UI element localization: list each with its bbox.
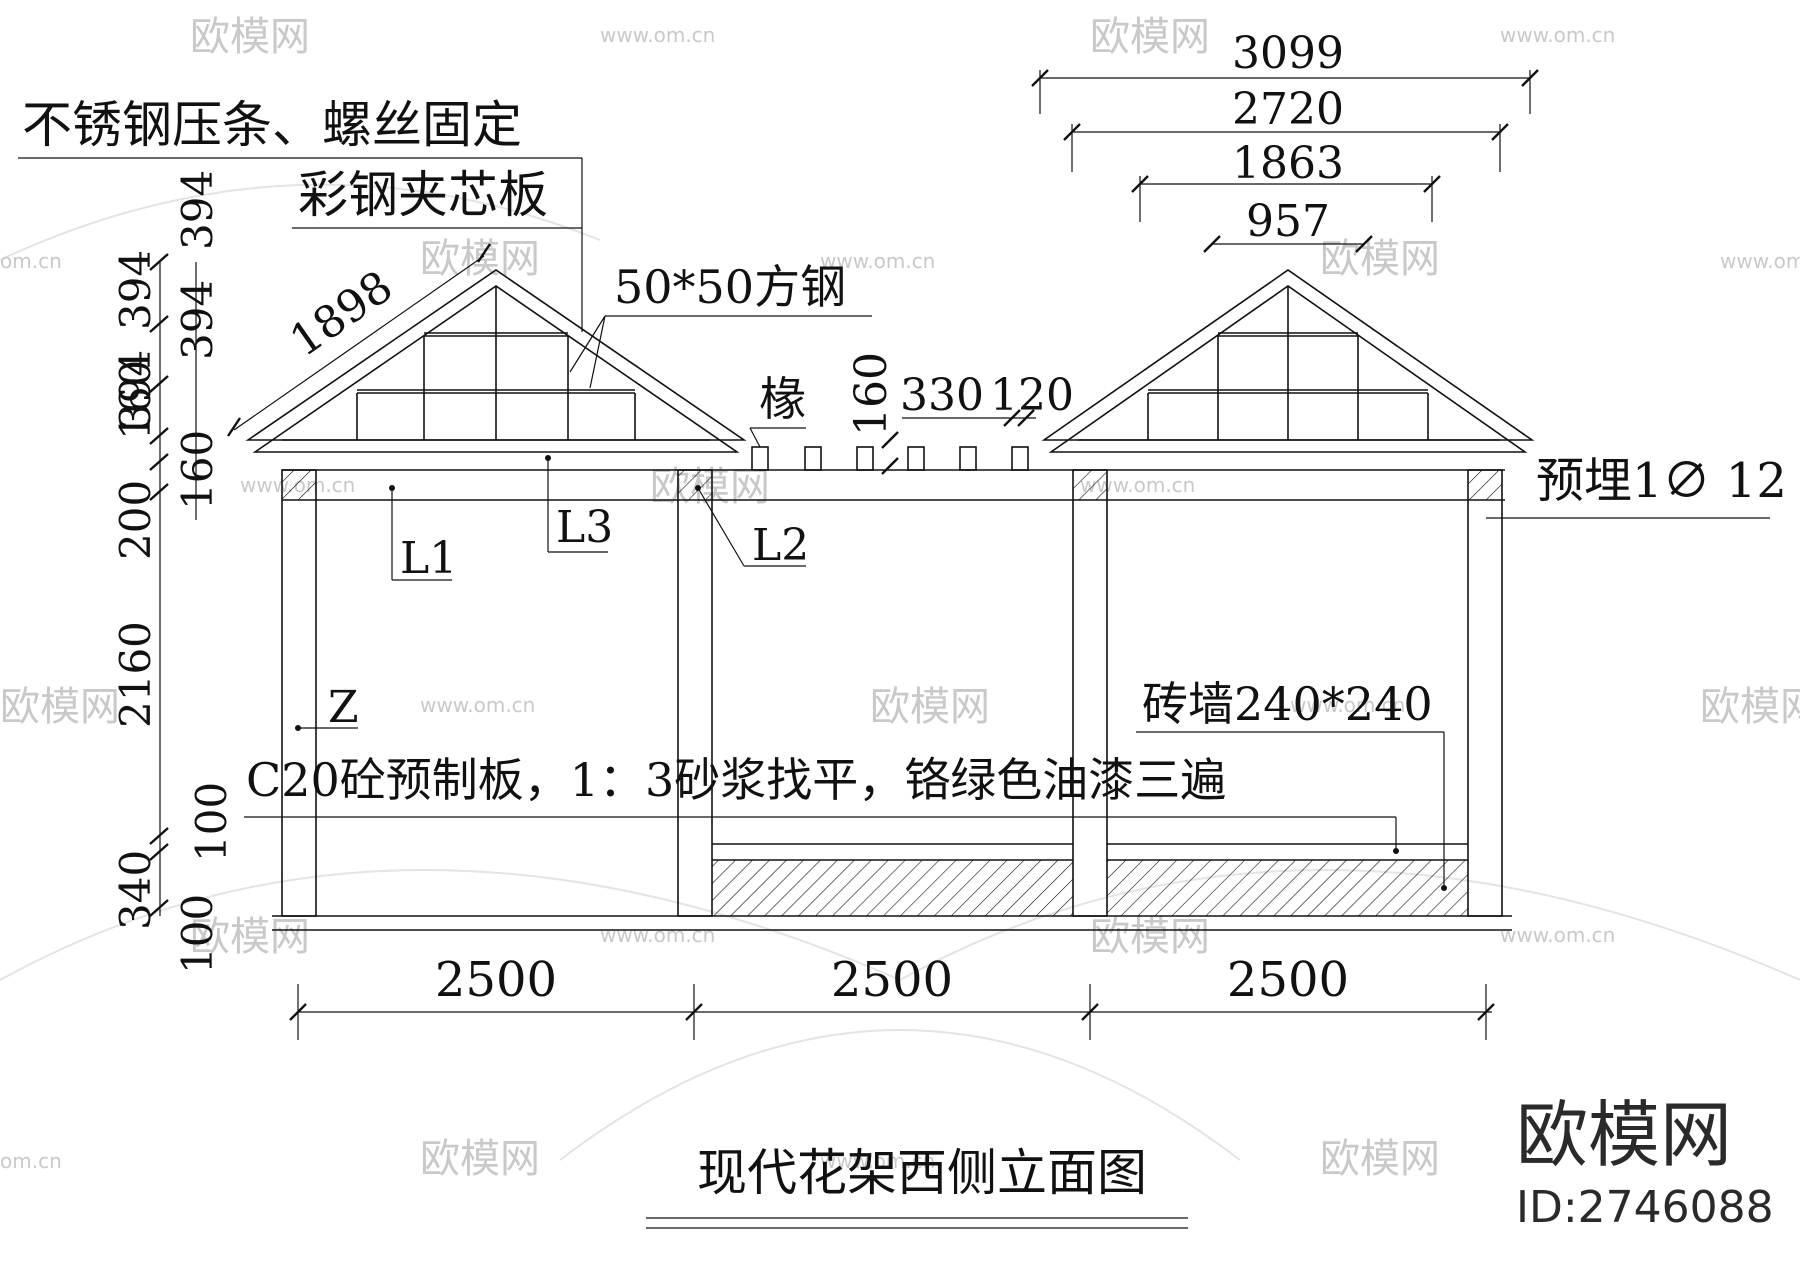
watermark-logo: 欧模网: [1090, 914, 1210, 960]
label-column-z: Z: [328, 682, 359, 733]
bench-slab: [711, 843, 1469, 917]
label-square-steel: 50*50方钢: [614, 260, 846, 314]
watermark-url: www.om.cn: [820, 1149, 935, 1173]
beam-band: [282, 446, 1505, 501]
bottom-dimension-chain: [289, 984, 1495, 1040]
dim-top-2720: 2720: [1232, 84, 1344, 135]
watermark-url: www.om.cn: [1290, 693, 1405, 717]
label-sandwich-panel: 彩钢夹芯板: [298, 166, 548, 224]
brand-logo: 欧模网: [1516, 1093, 1732, 1177]
label-embedded-bar: 预埋1∅ 12: [1536, 453, 1787, 509]
watermark-url: www.om.cn: [600, 923, 715, 947]
dim-left-340: 340: [111, 850, 160, 930]
watermark-logo: 欧模网: [1320, 1136, 1440, 1182]
dim-rafter-330: 330: [900, 370, 984, 421]
watermark-logo: 欧模网: [190, 914, 310, 960]
watermark-url: www.om.cn: [600, 23, 715, 47]
dim-bottom-2500c: 2500: [1227, 952, 1349, 1008]
dim-rafter-160: 160: [846, 352, 897, 436]
label-steel-strip: 不锈钢压条、螺丝固定: [22, 96, 522, 154]
watermark-logo: 欧模网: [0, 684, 120, 730]
brand-id: ID:2746088: [1516, 1182, 1774, 1233]
dim-bottom-2500b: 2500: [831, 952, 953, 1008]
label-slab-note: C20砼预制板，1：3砂浆找平，铬绿色油漆三遍: [246, 753, 1226, 807]
watermark-logo: 欧模网: [870, 684, 990, 730]
watermark-logo: 欧模网: [420, 1136, 540, 1182]
dim-top-1863: 1863: [1232, 138, 1344, 189]
label-l2: L2: [752, 520, 809, 571]
watermark-url: www.om.cn: [820, 249, 935, 273]
right-gable-roof: [1041, 269, 1535, 453]
watermark-url: www.om.cn: [1720, 249, 1800, 273]
watermark-url: www.om.cn: [1500, 923, 1615, 947]
watermark-url: om.cn: [0, 249, 62, 273]
left-gable-roof: [245, 269, 747, 453]
dim-top-3099: 3099: [1232, 28, 1344, 79]
dim-left-394c: 394: [111, 350, 160, 430]
watermark-url: www.om.cn: [1500, 23, 1615, 47]
top-dimension-chain: [1031, 69, 1539, 253]
dim-left-2160: 2160: [111, 621, 160, 728]
watermark-logo: 欧模网: [1320, 236, 1440, 282]
watermark-url: www.om.cn: [420, 693, 535, 717]
label-l1: L1: [400, 533, 457, 584]
dim-top-957: 957: [1246, 196, 1330, 247]
dim-left-100b: 100: [173, 894, 222, 974]
watermark-logo: 欧模网: [1700, 684, 1800, 730]
dim-left-160b: 160: [111, 360, 160, 440]
label-l3: L3: [556, 502, 613, 553]
label-rafter: 椽: [760, 372, 806, 426]
dim-roof-slope: 1898: [281, 261, 402, 367]
watermark-url: om.cn: [0, 1149, 62, 1173]
dim-left-160a: 160: [173, 430, 222, 510]
left-dimension-chain: [149, 253, 197, 917]
dim-left-200: 200: [111, 480, 160, 560]
dim-left-394b: 394: [173, 280, 222, 360]
drawing-title: 现代花架西侧立面图: [697, 1144, 1147, 1202]
watermark-logo: 欧模网: [190, 14, 310, 60]
dim-bottom-2500a: 2500: [435, 952, 557, 1008]
watermark-logo: 欧模网: [1090, 14, 1210, 60]
label-brick-wall: 砖墙240*240: [1142, 677, 1433, 731]
dim-left-100a: 100: [187, 782, 236, 862]
dim-left-394a: 394: [111, 250, 160, 330]
dim-left-394d: 394: [173, 170, 222, 250]
